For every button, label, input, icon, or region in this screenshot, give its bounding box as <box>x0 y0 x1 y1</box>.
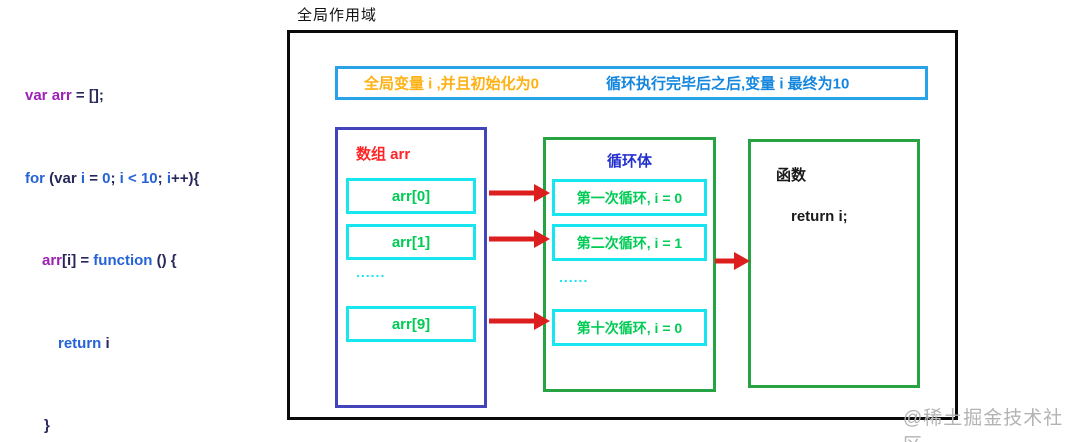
array-box: 数组 arr arr[0] arr[1] ...... arr[9] <box>335 127 487 408</box>
loop-cell-0: 第一次循环, i = 0 <box>552 179 707 216</box>
code-token: var <box>25 87 52 104</box>
code-token: ; <box>110 169 120 187</box>
loop-ellipsis: ...... <box>559 269 589 285</box>
code-line: return i <box>25 330 201 358</box>
code-panel: var arr = []; for (var i = 0; i < 10; i+… <box>25 27 201 442</box>
code-line: for (var i = 0; i < 10; i++){ <box>25 165 201 193</box>
code-token: i <box>166 169 171 187</box>
code-token: 10 <box>140 169 158 187</box>
red-arrow-icon <box>489 184 550 202</box>
global-scope-label: 全局作用域 <box>297 8 378 24</box>
code-token: [i] <box>62 252 81 269</box>
code-token: = <box>75 87 89 104</box>
code-token: arr <box>51 87 76 104</box>
array-cell-0: arr[0] <box>346 178 476 214</box>
code-token: < <box>128 169 141 187</box>
loop-box-title: 循环体 <box>606 153 652 170</box>
array-ellipsis: ...... <box>356 264 386 280</box>
code-token: arr <box>42 252 63 269</box>
loop-cell-9: 第十次循环, i = 0 <box>552 309 707 346</box>
watermark: @稀土掘金技术社区 <box>903 408 1064 442</box>
code-token: for <box>25 169 50 187</box>
code-token: 0 <box>102 169 111 187</box>
global-scope-box: 全局变量 i ,并且初始化为0 循环执行完毕后之后,变量 i 最终为10 数组 … <box>287 30 958 420</box>
code-token: function <box>93 252 157 269</box>
loop-cell-1: 第二次循环, i = 1 <box>552 224 707 261</box>
code-token: i <box>80 169 90 187</box>
code-line: var arr = []; <box>25 82 201 110</box>
code-line: } <box>25 412 201 440</box>
banner-text-left: 全局变量 i ,并且初始化为0 <box>364 75 540 93</box>
code-token: i <box>119 169 129 187</box>
code-token: return <box>58 334 106 352</box>
code-token: ++){ <box>170 169 200 187</box>
banner-text-right: 循环执行完毕后之后,变量 i 最终为10 <box>606 75 850 93</box>
array-cell-9: arr[9] <box>346 306 476 342</box>
red-arrow-icon <box>489 312 550 330</box>
array-cell-1: arr[1] <box>346 224 476 260</box>
banner: 全局变量 i ,并且初始化为0 循环执行完毕后之后,变量 i 最终为10 <box>335 66 928 100</box>
code-token: i <box>105 334 110 352</box>
code-line: arr[i] = function () { <box>25 247 201 275</box>
code-token: ( <box>49 169 55 187</box>
code-token: } <box>44 417 50 434</box>
array-box-title: 数组 arr <box>356 146 411 163</box>
function-body-text: return i; <box>791 208 848 225</box>
code-token: () { <box>156 252 177 269</box>
code-token: = <box>89 169 103 187</box>
function-box-title: 函数 <box>776 167 807 184</box>
red-arrow-icon <box>715 252 750 270</box>
code-token: []; <box>88 87 104 104</box>
function-box: 函数 return i; <box>748 139 920 388</box>
red-arrow-icon <box>489 230 550 248</box>
code-token: var <box>54 169 81 187</box>
code-token: = <box>80 252 94 269</box>
code-token: ; <box>157 169 167 187</box>
loop-box: 循环体 第一次循环, i = 0 第二次循环, i = 1 ...... 第十次… <box>543 137 716 392</box>
